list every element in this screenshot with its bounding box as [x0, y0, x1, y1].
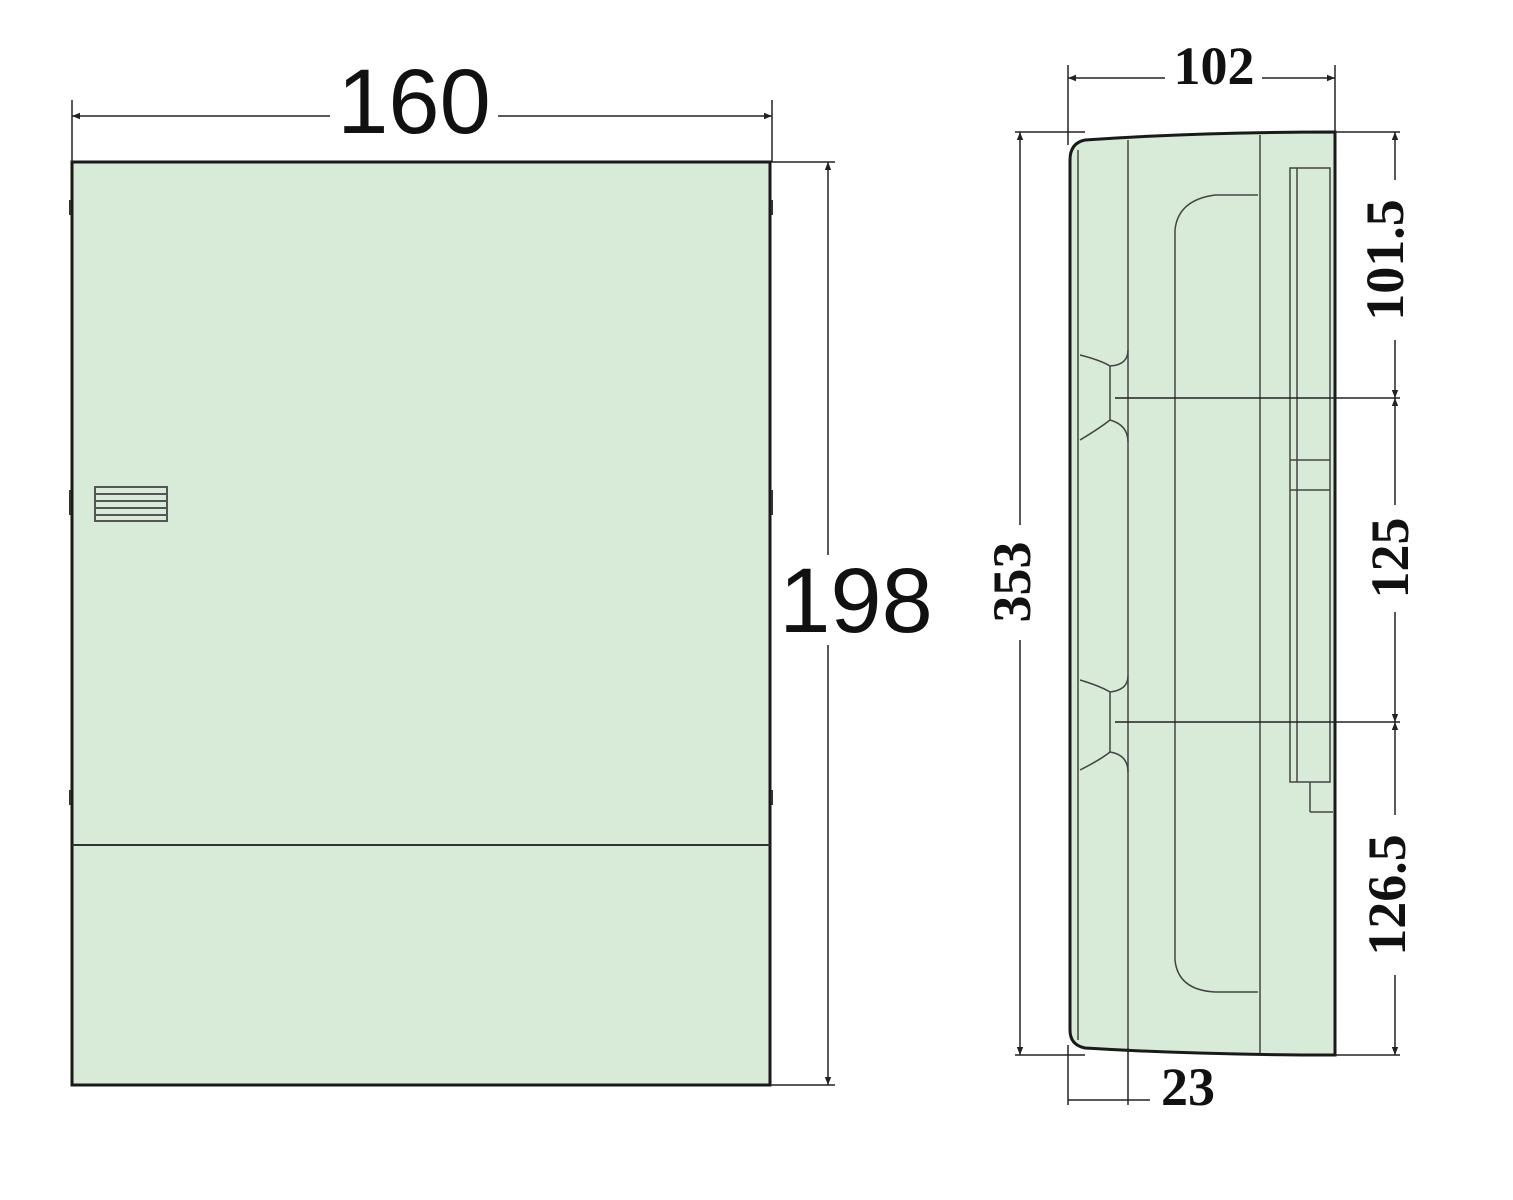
base-offset-label: 23 [1161, 1057, 1215, 1117]
base-offset-dimension [1067, 1045, 1150, 1105]
vent-slots-icon [94, 486, 168, 522]
width-dimension [71, 100, 773, 162]
lower-segment-label: 126.5 [1357, 834, 1417, 956]
upper-segment-label: 101.5 [1355, 199, 1415, 321]
middle-segment-label: 125 [1360, 518, 1420, 599]
side-body [1068, 130, 1337, 1057]
side-height-label: 353 [982, 542, 1042, 623]
height-label: 198 [779, 550, 933, 652]
din-clip-lower [1079, 675, 1129, 773]
depth-label: 102 [1174, 36, 1255, 96]
segment-dimensions [1115, 131, 1400, 1056]
width-label: 160 [337, 51, 491, 153]
din-clip-upper [1079, 349, 1129, 443]
side-height-dimension [1015, 131, 1085, 1056]
front-view: 160 198 [69, 51, 933, 1087]
side-view: 102 353 101.5 125 126.5 [982, 36, 1420, 1117]
height-dimension [770, 161, 835, 1086]
front-panel [70, 160, 772, 1087]
depth-dimension [1067, 65, 1336, 145]
